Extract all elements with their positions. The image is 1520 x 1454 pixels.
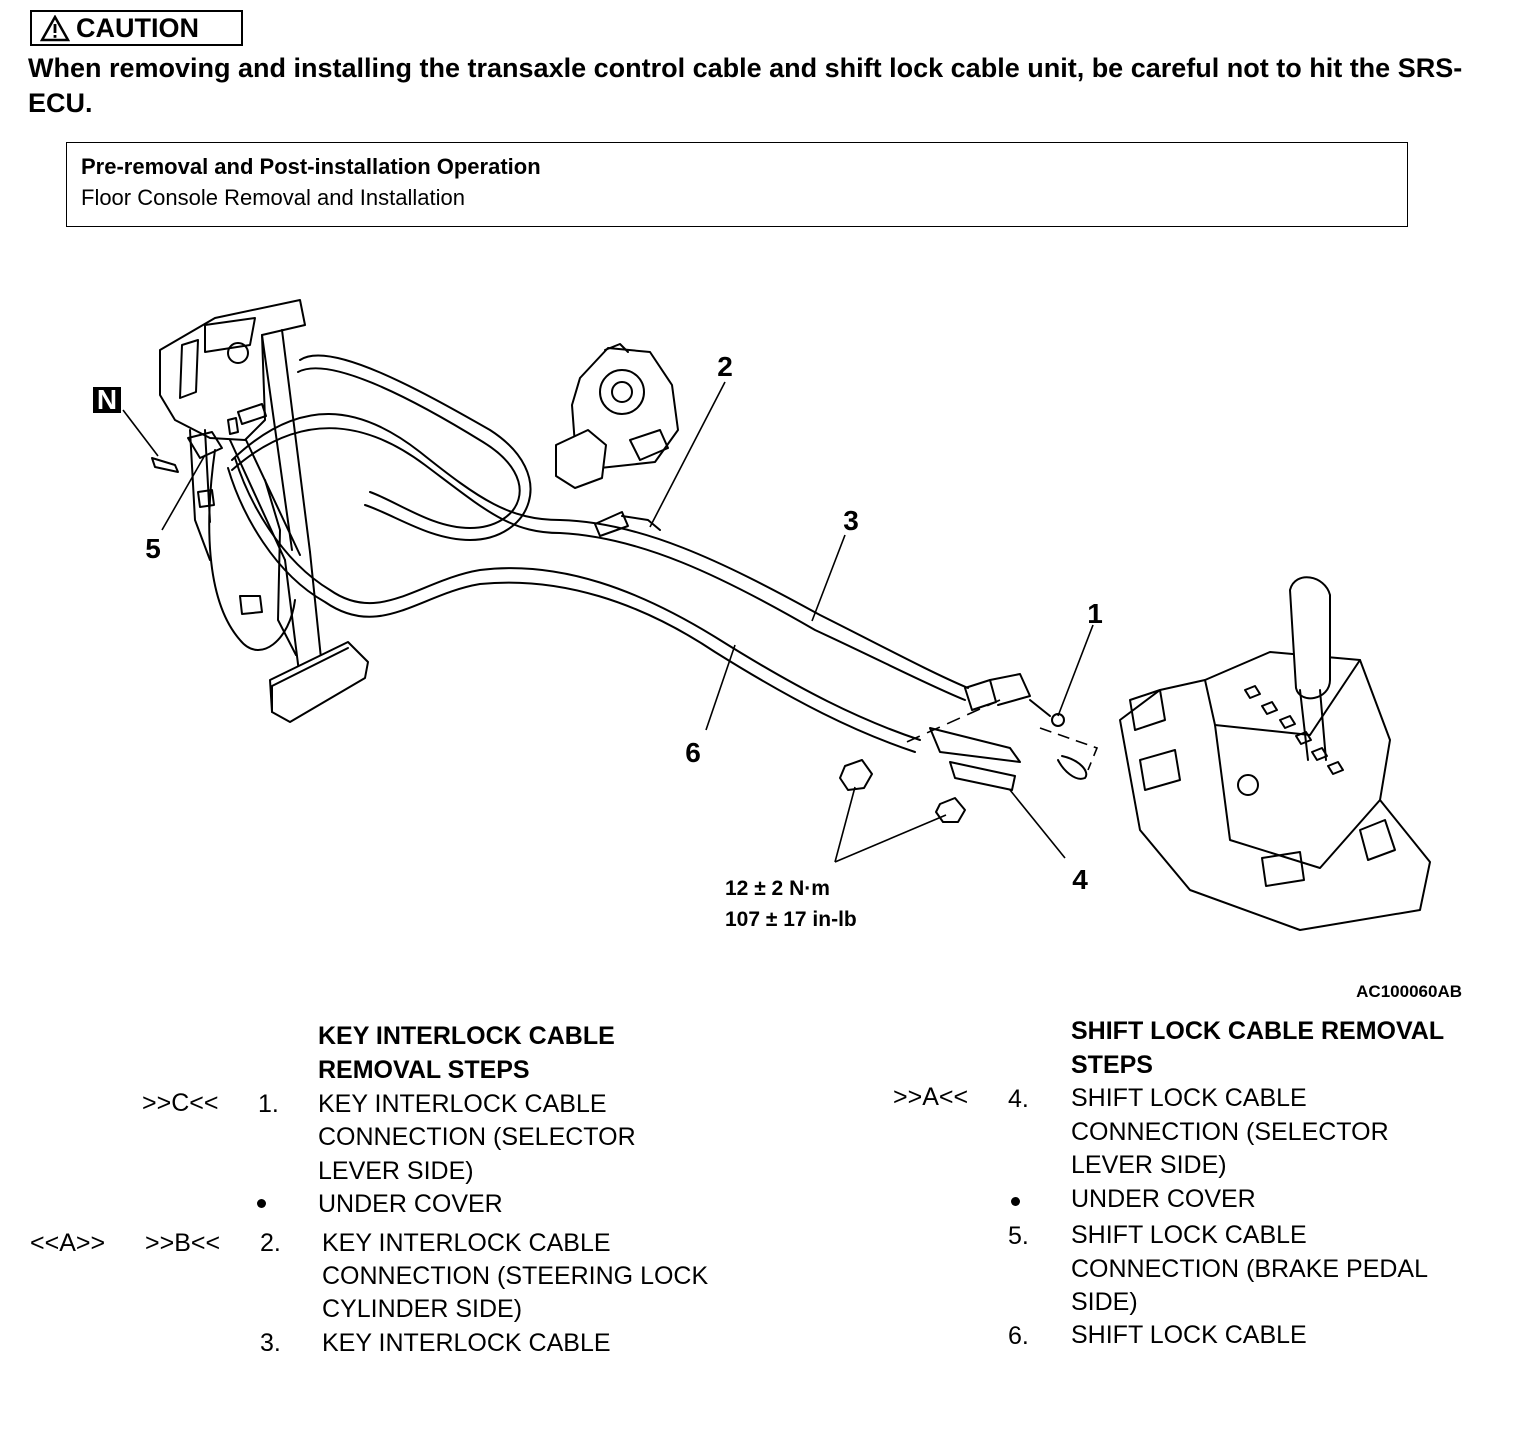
step1-line3: LEVER SIDE) bbox=[318, 1157, 474, 1185]
caution-text: When removing and installing the transax… bbox=[28, 53, 1463, 118]
step3-line1: KEY INTERLOCK CABLE bbox=[322, 1329, 611, 1357]
step4-line1: SHIFT LOCK CABLE bbox=[1071, 1084, 1307, 1112]
steering-lock-cylinder bbox=[555, 343, 679, 489]
step2-line2: CONNECTION (STEERING LOCK bbox=[322, 1262, 709, 1290]
brake-pedal-bracket bbox=[159, 299, 369, 723]
caution-label: CAUTION bbox=[76, 12, 199, 43]
warning-triangle-icon bbox=[40, 14, 70, 41]
callout-4: 4 bbox=[1072, 864, 1088, 895]
step2-install-ref: <<A>> bbox=[30, 1229, 106, 1257]
step5-line2: CONNECTION (BRAKE PEDAL bbox=[1071, 1255, 1429, 1283]
step1-num: 1. bbox=[258, 1090, 279, 1118]
cable-diagram: N 1 2 3 4 5 6 12 ± 2 N·m 107 ± 17 in-lb … bbox=[93, 299, 1462, 1001]
n-marker-box bbox=[93, 387, 121, 413]
shift-lock-bullet: UNDER COVER bbox=[1071, 1185, 1256, 1213]
step6-line1: SHIFT LOCK CABLE bbox=[1071, 1321, 1307, 1349]
nut-lower bbox=[935, 797, 966, 823]
operation-item: Floor Console Removal and Installation bbox=[81, 185, 465, 210]
step6-num: 6. bbox=[1008, 1322, 1029, 1350]
key-interlock-steps: KEY INTERLOCK CABLE REMOVAL STEPS >>C<< … bbox=[30, 1022, 709, 1357]
torque-nm: 12 ± 2 N·m bbox=[725, 877, 830, 900]
operation-title: Pre-removal and Post-installation Operat… bbox=[81, 154, 541, 179]
step4-line2: CONNECTION (SELECTOR bbox=[1071, 1118, 1389, 1146]
selector-lever-assembly bbox=[1119, 576, 1431, 931]
step3-num: 3. bbox=[260, 1329, 281, 1357]
shift-lock-heading-2: STEPS bbox=[1071, 1051, 1153, 1079]
step5-line3: SIDE) bbox=[1071, 1288, 1138, 1316]
bullet-icon bbox=[1011, 1197, 1020, 1206]
figure-id: AC100060AB bbox=[1356, 982, 1462, 1001]
step4-num: 4. bbox=[1008, 1085, 1029, 1113]
callout-6: 6 bbox=[685, 737, 701, 768]
shift-lock-cable bbox=[208, 354, 1021, 791]
key-interlock-cable bbox=[231, 413, 1088, 780]
step2-line1: KEY INTERLOCK CABLE bbox=[322, 1229, 611, 1257]
shift-lock-heading-1: SHIFT LOCK CABLE REMOVAL bbox=[1071, 1017, 1445, 1045]
step4-ref: >>A<< bbox=[893, 1083, 969, 1111]
n-marker: N bbox=[97, 384, 117, 415]
step1-ref: >>C<< bbox=[142, 1089, 219, 1117]
step1-line1: KEY INTERLOCK CABLE bbox=[318, 1090, 607, 1118]
key-interlock-bullet: UNDER COVER bbox=[318, 1190, 503, 1218]
shift-lock-steps: SHIFT LOCK CABLE REMOVAL STEPS >>A<< 4. … bbox=[760, 0, 1520, 1454]
callout-1: 1 bbox=[1087, 598, 1103, 629]
key-interlock-heading-2: REMOVAL STEPS bbox=[318, 1056, 530, 1084]
step1-line2: CONNECTION (SELECTOR bbox=[318, 1123, 636, 1151]
key-interlock-heading-1: KEY INTERLOCK CABLE bbox=[318, 1022, 615, 1050]
callout-3: 3 bbox=[843, 505, 859, 536]
pin-part bbox=[151, 457, 179, 473]
step5-num: 5. bbox=[1008, 1222, 1029, 1250]
step2-num: 2. bbox=[260, 1229, 281, 1257]
step5-line1: SHIFT LOCK CABLE bbox=[1071, 1221, 1307, 1249]
bullet-icon bbox=[257, 1199, 266, 1208]
leader-lines bbox=[122, 381, 1099, 863]
step2-ref: >>B<< bbox=[145, 1229, 221, 1257]
nut-upper bbox=[839, 759, 873, 791]
operation-box: Pre-removal and Post-installation Operat… bbox=[66, 142, 1408, 227]
callout-2: 2 bbox=[717, 351, 733, 382]
clip-part-5 bbox=[187, 431, 223, 459]
caution-box: CAUTION bbox=[30, 10, 243, 46]
callout-5: 5 bbox=[145, 533, 161, 564]
step4-line3: LEVER SIDE) bbox=[1071, 1151, 1227, 1179]
torque-inlb: 107 ± 17 in-lb bbox=[725, 908, 857, 931]
step2-line3: CYLINDER SIDE) bbox=[322, 1295, 523, 1323]
